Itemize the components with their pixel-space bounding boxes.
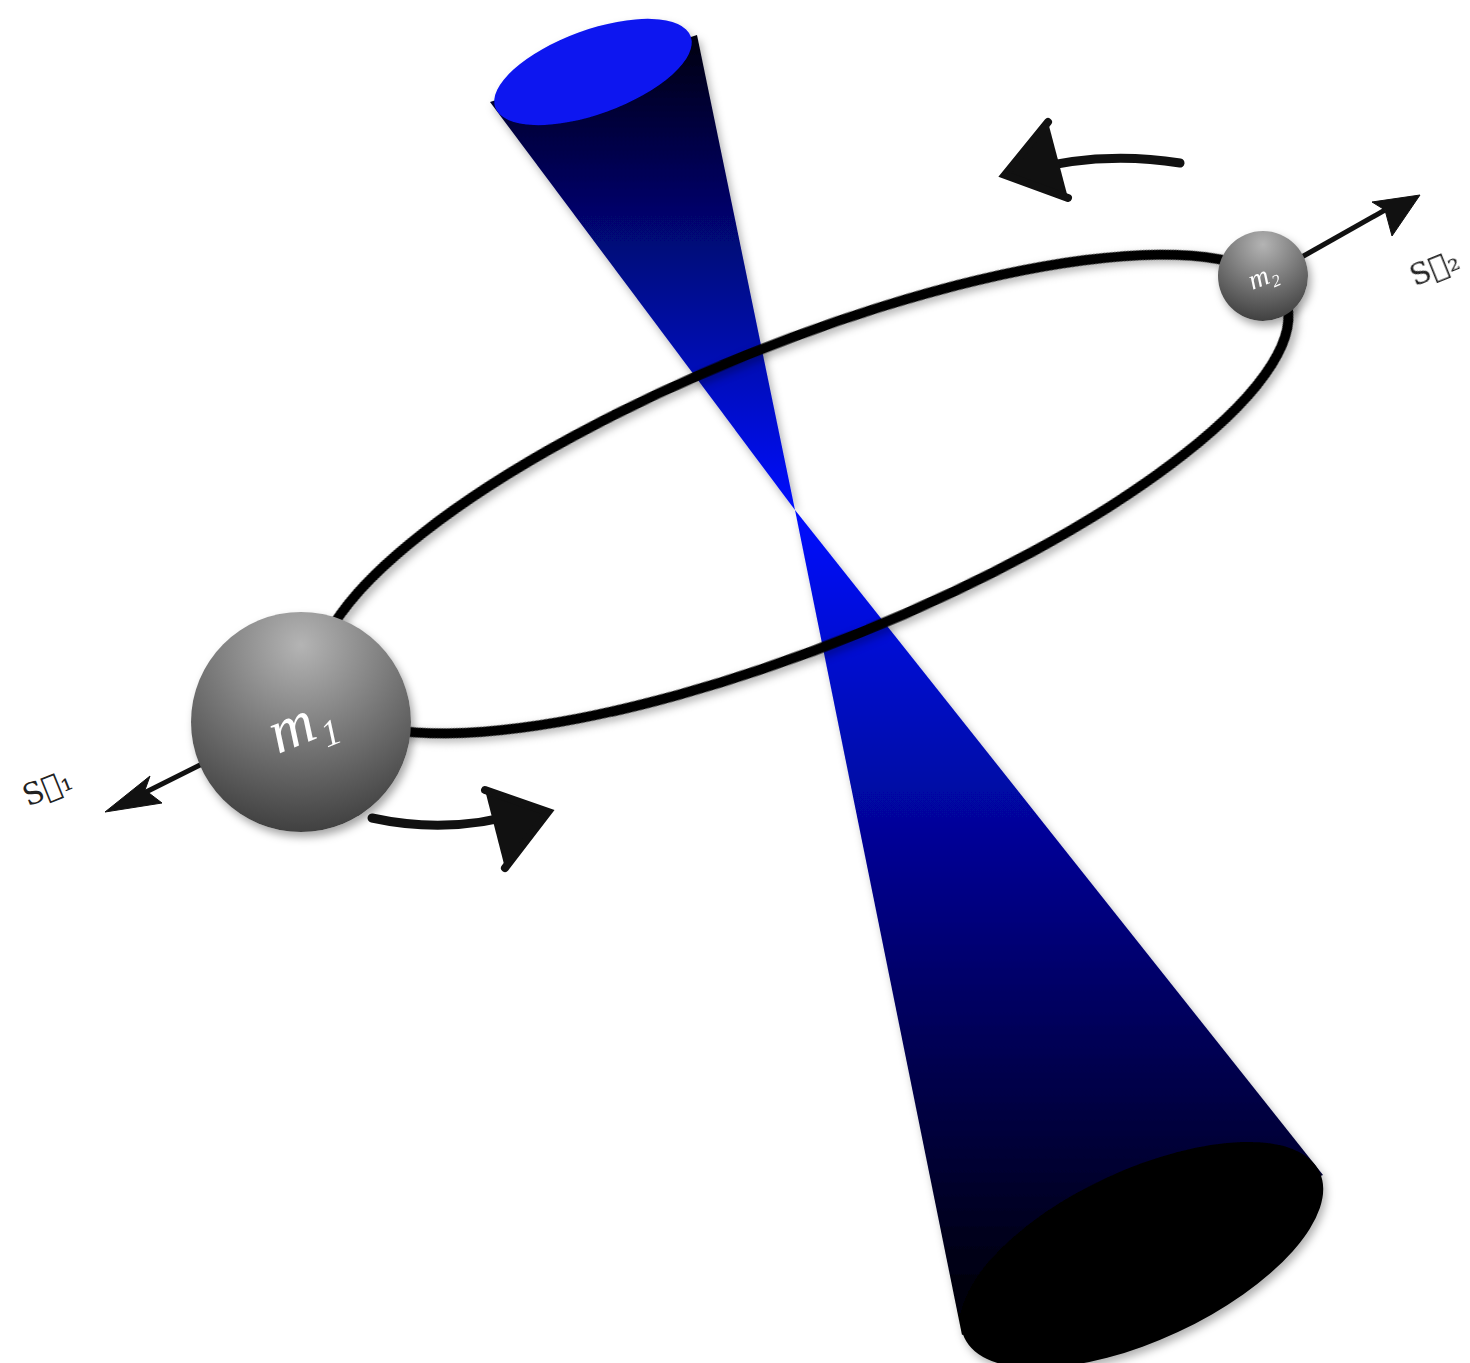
mass-label: m₂: [1243, 256, 1283, 297]
spin-label: S⃗₁: [17, 762, 77, 813]
mass-sphere: m₁: [191, 612, 411, 832]
mass-sphere: m₂: [1218, 231, 1308, 321]
orbit: [265, 160, 1342, 828]
orbit-direction-arrows: [372, 122, 1180, 868]
spin-label: S⃗₂: [1404, 242, 1464, 293]
mass-label: m₁: [257, 677, 345, 768]
spin-arrows: [105, 195, 1420, 812]
precession-cone: [481, 0, 1356, 1363]
